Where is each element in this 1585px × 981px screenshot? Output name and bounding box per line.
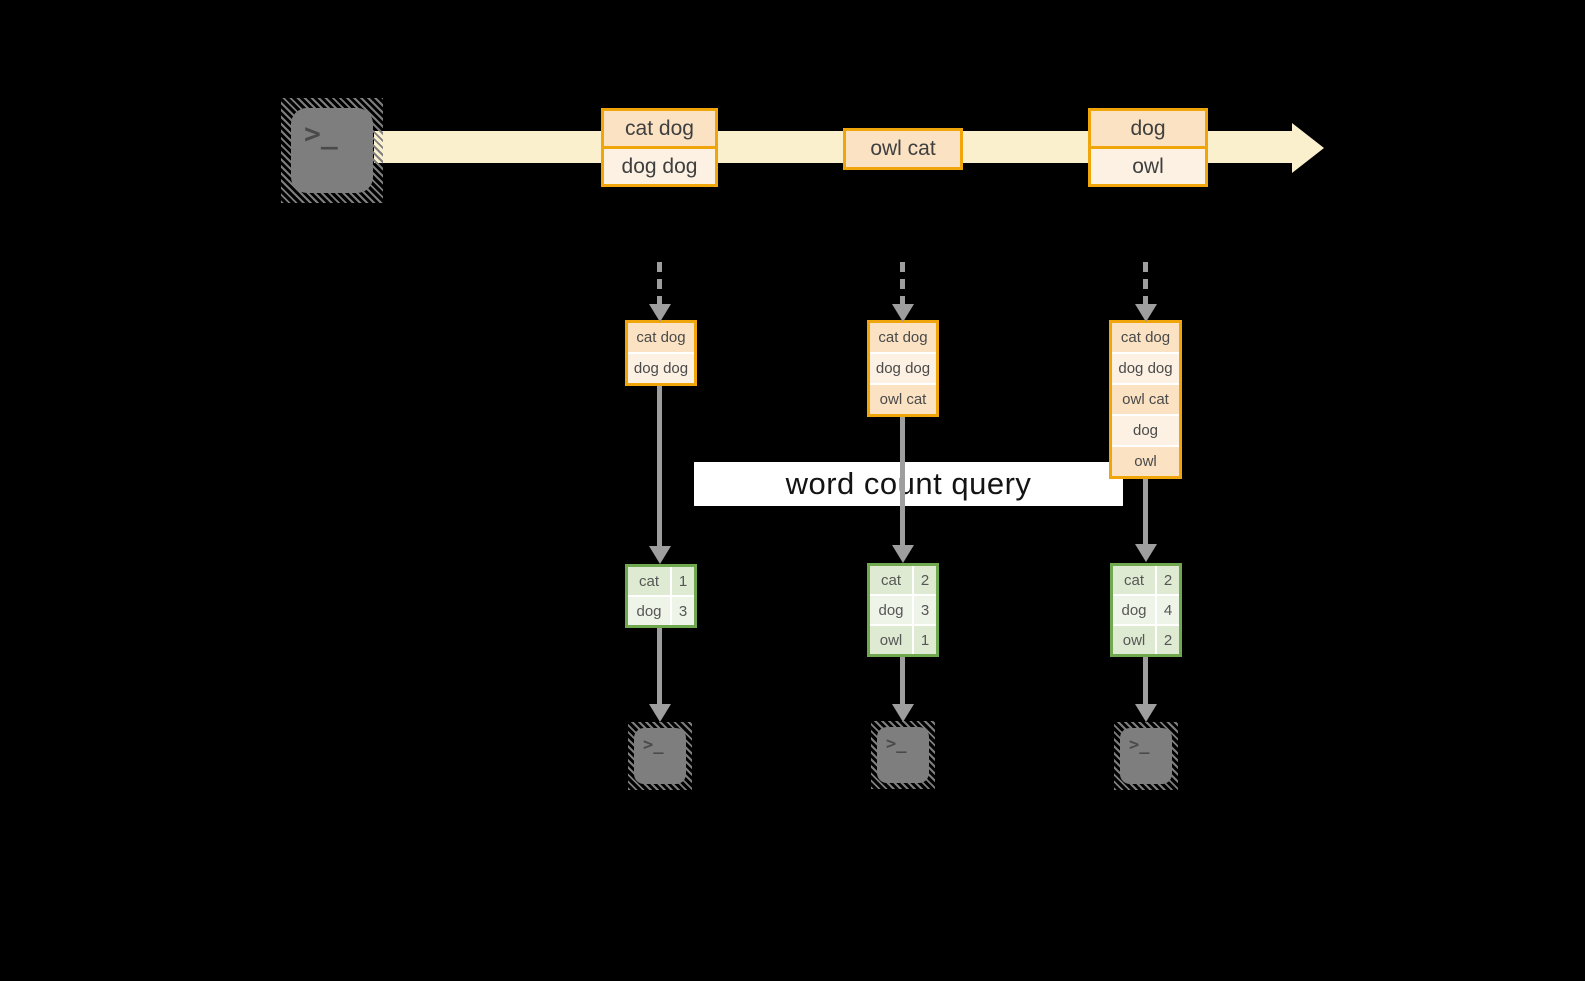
- consumer-terminal-icon: >_: [628, 722, 692, 790]
- count-value: 2: [1157, 566, 1179, 594]
- count-table-1: cat 1 dog 3: [625, 564, 697, 628]
- count-value: 4: [1157, 596, 1179, 624]
- count-value: 2: [914, 566, 936, 594]
- event-box-1: cat dog dog dog: [601, 108, 718, 187]
- query-label-band: word count query: [694, 462, 1123, 506]
- output-arrowhead-icon: [649, 704, 671, 722]
- query-arrowhead-icon: [649, 546, 671, 564]
- query-arrowhead-icon: [892, 545, 914, 563]
- count-table-2: cat 2 dog 3 owl 1: [867, 563, 939, 657]
- output-arrowhead-icon: [1135, 704, 1157, 722]
- event-log-2: cat dog dog dog owl cat: [867, 320, 939, 417]
- dashed-arrow-line: [1143, 262, 1148, 306]
- dashed-arrow-line: [657, 262, 662, 306]
- terminal-screen: >_: [291, 108, 373, 193]
- event-log-3: cat dog dog dog owl cat dog owl: [1109, 320, 1182, 479]
- log-record: owl cat: [870, 385, 936, 414]
- count-word: dog: [870, 596, 912, 624]
- count-value: 2: [1157, 626, 1179, 654]
- terminal-prompt-glyph: >_: [304, 117, 338, 150]
- count-word: dog: [1113, 596, 1155, 624]
- output-arrow-line: [900, 657, 905, 708]
- log-record: cat dog: [1112, 323, 1179, 352]
- log-record: cat dog: [870, 323, 936, 352]
- count-value: 3: [914, 596, 936, 624]
- count-word: cat: [870, 566, 912, 594]
- count-word: owl: [870, 626, 912, 654]
- dashed-arrow-line: [900, 262, 905, 306]
- stream-record: dog dog: [604, 146, 715, 184]
- consumer-terminal-icon: >_: [1114, 722, 1178, 790]
- stream-record: owl cat: [846, 131, 960, 167]
- count-word: cat: [1113, 566, 1155, 594]
- stream-record: cat dog: [604, 111, 715, 146]
- log-record: owl cat: [1112, 385, 1179, 414]
- event-box-3: dog owl: [1088, 108, 1208, 187]
- stream-timeline-arrowhead-icon: [1292, 123, 1324, 173]
- log-record: cat dog: [628, 323, 694, 352]
- count-table-3: cat 2 dog 4 owl 2: [1110, 563, 1182, 657]
- count-word: dog: [628, 597, 670, 625]
- query-arrow-line: [1143, 479, 1148, 546]
- count-value: 1: [914, 626, 936, 654]
- dashed-arrowhead-icon: [892, 304, 914, 322]
- query-arrow-line: [657, 386, 662, 548]
- count-value: 1: [672, 567, 694, 595]
- terminal-screen: >_: [634, 728, 686, 784]
- log-record: dog dog: [1112, 354, 1179, 383]
- terminal-prompt-glyph: >_: [886, 734, 907, 754]
- terminal-prompt-glyph: >_: [643, 735, 664, 755]
- log-record: owl: [1112, 447, 1179, 476]
- query-label: word count query: [785, 466, 1032, 501]
- stream-record: owl: [1091, 146, 1205, 184]
- query-arrowhead-icon: [1135, 544, 1157, 562]
- log-record: dog dog: [870, 354, 936, 383]
- event-log-1: cat dog dog dog: [625, 320, 697, 386]
- output-arrow-line: [1143, 657, 1148, 708]
- terminal-screen: >_: [1120, 728, 1172, 784]
- count-value: 3: [672, 597, 694, 625]
- query-arrow-line: [900, 417, 905, 547]
- output-arrow-line: [657, 628, 662, 708]
- event-box-2: owl cat: [843, 128, 963, 170]
- count-word: owl: [1113, 626, 1155, 654]
- stream-record: dog: [1091, 111, 1205, 146]
- producer-terminal-icon: >_: [281, 98, 383, 203]
- dashed-arrowhead-icon: [649, 304, 671, 322]
- dashed-arrowhead-icon: [1135, 304, 1157, 322]
- terminal-screen: >_: [877, 727, 929, 783]
- log-record: dog dog: [628, 354, 694, 383]
- consumer-terminal-icon: >_: [871, 721, 935, 789]
- terminal-prompt-glyph: >_: [1129, 735, 1150, 755]
- output-arrowhead-icon: [892, 704, 914, 722]
- log-record: dog: [1112, 416, 1179, 445]
- count-word: cat: [628, 567, 670, 595]
